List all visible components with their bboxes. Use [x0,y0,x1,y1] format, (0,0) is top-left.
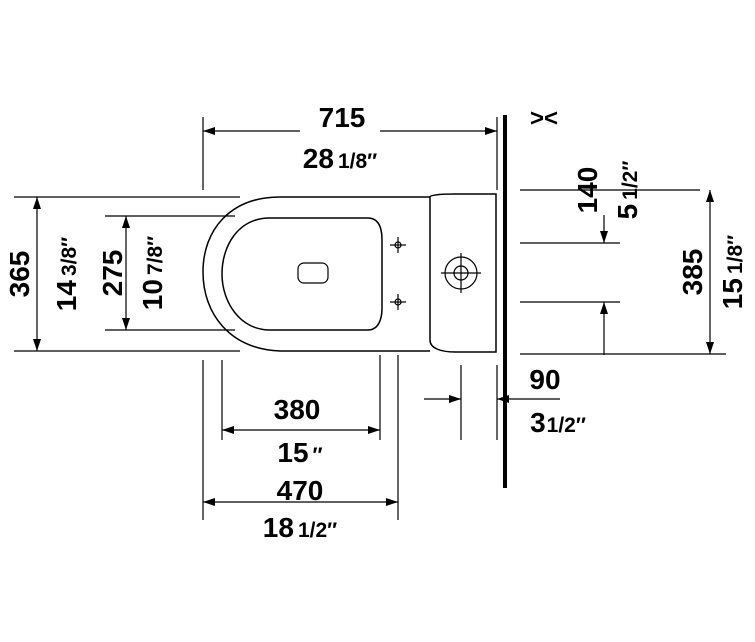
tank-outline [429,193,497,353]
outer-width-mm-label: 365 [4,251,35,298]
outer-width-in-label: 143/8″ [51,237,82,311]
projection-mm-label: 380 [274,394,321,425]
bowl-opening [297,262,329,284]
fixing-point-bottom [390,294,406,310]
fixing-offset-mm-label: 140 [572,167,603,214]
toilet-outline [202,196,430,352]
fixing-offset-in-label: 51/2″ [612,161,643,220]
overall-depth-mm-label: 470 [277,475,324,506]
wall-gap-in-label: 31/2″ [530,407,586,438]
seat-outline [221,217,383,331]
tolerance-symbol: >< [530,105,558,132]
fixing-point-top [390,237,406,253]
tank-width-in-label: 151/8″ [717,235,748,309]
tank-width-mm-label: 385 [677,249,708,296]
length-mm-label: 715 [319,102,366,133]
wall-gap-mm-label: 90 [529,364,560,395]
projection-in-label: 15″ [277,437,322,468]
seat-width-mm-label: 275 [97,250,128,297]
seat-width-in-label: 107/8″ [137,236,168,310]
